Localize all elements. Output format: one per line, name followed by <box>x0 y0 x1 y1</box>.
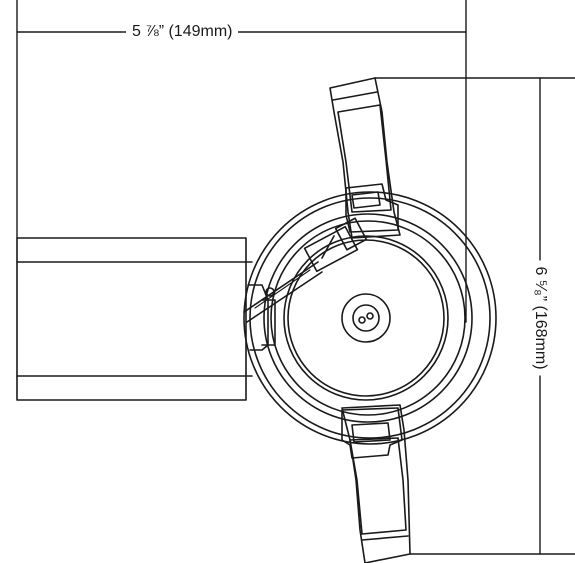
outer-trim-ring <box>243 191 497 445</box>
trim-housing <box>243 191 497 445</box>
lower-mounting-bracket <box>341 404 411 563</box>
height-dimension-label: 6 ⁵⁄₈” (168mm) <box>531 260 549 376</box>
upper-bracket-clip <box>345 183 399 233</box>
wire-connector-cap <box>334 217 368 251</box>
wire-connector <box>303 225 359 273</box>
socket-pin-left <box>358 316 366 324</box>
upper-bracket-outline <box>329 77 401 239</box>
center-socket <box>341 293 391 343</box>
housing-side-clip-inner <box>261 299 276 346</box>
width-dimension-label: 5 ⅞” (149mm) <box>126 23 239 41</box>
width-dimension <box>16 0 467 323</box>
wire-connector-seam <box>321 235 335 259</box>
upper-bracket-clip-detail <box>351 191 381 209</box>
inner-housing-ring <box>270 220 466 416</box>
wire-conduit-lower <box>246 271 323 323</box>
upper-bracket-inner <box>337 104 392 213</box>
socket-pin-right <box>366 312 374 320</box>
lower-bracket-clip-detail <box>351 422 391 443</box>
trim-ring-step <box>249 197 491 439</box>
wiring <box>243 217 368 323</box>
lower-bracket-rib <box>361 535 409 541</box>
junction-box <box>16 237 253 401</box>
socket-inner <box>352 304 380 332</box>
wire-conduit-upper <box>243 261 319 313</box>
wire-grommet <box>265 287 275 297</box>
wire-strand <box>254 269 311 309</box>
lower-bracket-inner <box>349 437 407 535</box>
lens-ring <box>287 239 445 397</box>
housing-ring <box>263 213 473 423</box>
housing-side-clip <box>247 284 269 351</box>
upper-mounting-bracket <box>329 77 401 239</box>
socket-outer <box>341 293 391 343</box>
junction-box-outline <box>16 237 247 401</box>
lower-bracket-clip <box>341 407 403 459</box>
upper-bracket-rib <box>332 91 378 101</box>
reflector-ring <box>283 235 449 401</box>
